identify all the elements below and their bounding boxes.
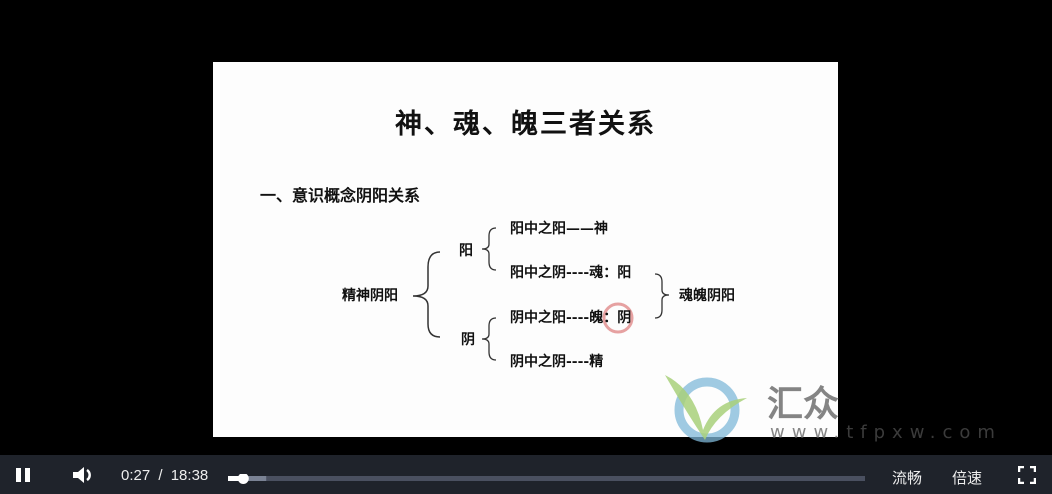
speed-button[interactable]: 倍速 <box>952 470 983 487</box>
row-1: 阳中之阳——神 <box>510 221 608 237</box>
current-time: 0:27 <box>121 467 151 484</box>
volume-icon <box>73 467 91 483</box>
watermark-text: 汇众 <box>767 384 840 425</box>
root-label: 精神阴阳 <box>342 288 398 304</box>
slide-subtitle: 一、意识概念阴阳关系 <box>260 186 421 205</box>
watermark: 汇众 www.tfpxw.com <box>655 370 1015 450</box>
highlight-circle <box>602 302 634 334</box>
fullscreen-icon <box>1017 465 1037 485</box>
player-control-bar: 0:27 / 18:38 流畅 倍速 <box>0 455 1052 494</box>
row-3: 阴中之阳----魄：阴 <box>510 310 632 326</box>
quality-button[interactable]: 流畅 <box>892 470 923 487</box>
yin-brace <box>481 317 497 361</box>
watermark-url: www.tfpxw.com <box>770 422 1002 443</box>
time-separator: / <box>158 467 163 484</box>
video-frame-slide: 神、魂、魄三者关系 一、意识概念阴阳关系 精神阴阳 阳 阴 阳中之阳——神 阳中… <box>213 62 838 437</box>
pause-button[interactable] <box>15 467 31 483</box>
row-2: 阳中之阴----魂：阳 <box>510 265 632 281</box>
duration: 18:38 <box>170 467 209 484</box>
volume-button[interactable] <box>72 465 96 485</box>
progress-slider[interactable] <box>228 474 868 484</box>
big-brace <box>412 251 441 338</box>
fullscreen-button[interactable] <box>1017 465 1037 485</box>
right-label: 魂魄阴阳 <box>679 288 735 304</box>
row-4: 阴中之阴----精 <box>510 354 604 370</box>
right-brace <box>654 273 670 319</box>
yin-label: 阴 <box>461 332 475 348</box>
progress-played <box>228 476 244 481</box>
yang-label: 阳 <box>459 243 473 259</box>
progress-handle <box>237 474 249 484</box>
diagram-braces <box>412 227 670 361</box>
time-display: 0:27 / 18:38 <box>121 467 208 484</box>
yang-brace <box>481 227 497 271</box>
watermark-logo-icon <box>665 375 747 443</box>
progress-track <box>228 476 865 481</box>
pause-icon <box>16 468 30 482</box>
slide-title: 神、魂、魄三者关系 <box>395 109 656 140</box>
